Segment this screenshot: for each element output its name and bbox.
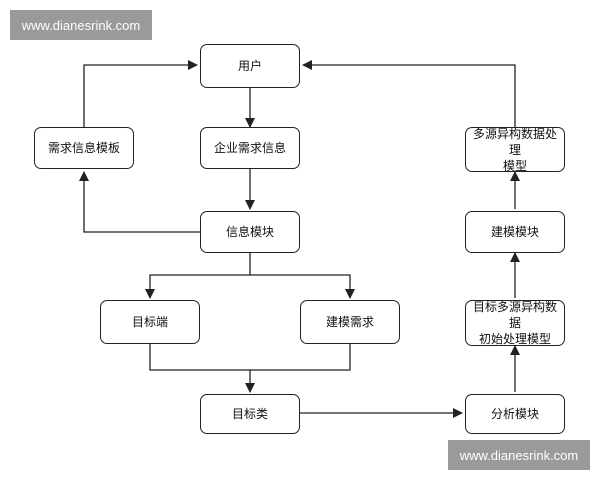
node-enterprise-requirement: 企业需求信息 bbox=[200, 127, 300, 169]
node-requirement-template: 需求信息模板 bbox=[34, 127, 134, 169]
arrow-info-module-to-req-template bbox=[79, 171, 200, 233]
watermark-bottom-right-text: www.dianesrink.com bbox=[459, 447, 579, 463]
node-modeling-module: 建模模块 bbox=[465, 211, 565, 253]
arrow-multi-model-to-user bbox=[302, 60, 516, 127]
node-modeling-requirement: 建模需求 bbox=[300, 300, 400, 344]
node-requirement-template-label: 需求信息模板 bbox=[47, 141, 120, 155]
node-info-module-label: 信息模块 bbox=[225, 225, 274, 239]
node-modeling-module-label: 建模模块 bbox=[490, 225, 539, 239]
node-target-end: 目标端 bbox=[100, 300, 200, 344]
node-multi-source-model-line1: 多源异构数据处理 bbox=[472, 126, 557, 157]
node-initial-processing-model-line1: 目标多源异构数据 bbox=[472, 300, 557, 330]
arrow-info-module-split bbox=[145, 253, 251, 299]
arrow-req-template-to-user bbox=[83, 60, 198, 127]
node-analysis-module-label: 分析模块 bbox=[490, 407, 539, 421]
node-initial-processing-model: 目标多源异构数据 初始处理模型 bbox=[465, 300, 565, 346]
node-user: 用户 bbox=[200, 44, 300, 88]
node-enterprise-requirement-label: 企业需求信息 bbox=[213, 141, 286, 155]
node-user-label: 用户 bbox=[237, 59, 262, 73]
node-target-class-label: 目标类 bbox=[231, 407, 268, 421]
arrow-info-module-to-modeling-req bbox=[250, 274, 355, 299]
node-target-class: 目标类 bbox=[200, 394, 300, 434]
node-multi-source-model: 多源异构数据处理 模型 bbox=[465, 126, 565, 173]
node-multi-source-model-line2: 模型 bbox=[502, 158, 527, 173]
node-initial-processing-model-line2: 初始处理模型 bbox=[478, 332, 551, 346]
node-info-module: 信息模块 bbox=[200, 211, 300, 253]
watermark-top-left: www.dianesrink.com bbox=[10, 10, 152, 40]
watermark-bottom-right: www.dianesrink.com bbox=[448, 440, 590, 470]
node-modeling-requirement-label: 建模需求 bbox=[325, 315, 374, 329]
node-analysis-module: 分析模块 bbox=[465, 394, 565, 434]
watermark-top-left-text: www.dianesrink.com bbox=[21, 17, 141, 33]
node-target-end-label: 目标端 bbox=[131, 315, 168, 329]
connector-target-end-join bbox=[149, 344, 351, 371]
